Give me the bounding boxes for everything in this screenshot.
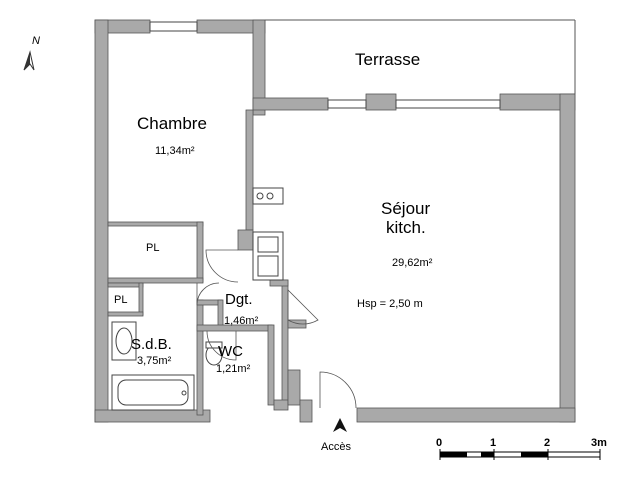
room-area-sdb: 3,75m²: [137, 355, 172, 367]
walls: [94, 19, 576, 423]
doors: [196, 249, 357, 409]
entrance-label: Accès: [321, 441, 351, 453]
room-area-degagement: 1,46m²: [224, 315, 259, 327]
room-area-sejour: 29,62m²: [392, 257, 433, 269]
room-label-sejour: Séjour: [381, 199, 430, 218]
scale-tick-1: 1: [490, 437, 496, 449]
scale-tick-3: 3m: [591, 437, 607, 449]
closet-label-sdb: PL: [114, 294, 127, 306]
room-label-kitch: kitch.: [386, 218, 426, 237]
room-label-sdb: S.d.B.: [131, 336, 172, 353]
closet-label-chambre: PL: [146, 242, 159, 254]
scale-tick-2: 2: [544, 437, 550, 449]
ceiling-height: Hsp = 2,50 m: [357, 298, 423, 310]
scale-tick-0: 0: [436, 437, 442, 449]
kitchen-fixtures: [252, 187, 284, 281]
room-area-wc: 1,21m²: [216, 363, 251, 375]
north-arrow-icon: [23, 50, 35, 71]
room-area-chambre: 11,34m²: [155, 145, 195, 157]
compass-label: N: [32, 35, 40, 47]
room-label-wc: WC: [218, 343, 243, 360]
room-label-degagement: Dgt.: [225, 291, 253, 308]
room-label-terrasse: Terrasse: [355, 50, 420, 69]
scale-bar: [439, 449, 601, 460]
entrance-arrow-icon: [333, 418, 347, 432]
bathroom-fixtures: [111, 321, 223, 411]
room-label-chambre: Chambre: [137, 114, 207, 133]
